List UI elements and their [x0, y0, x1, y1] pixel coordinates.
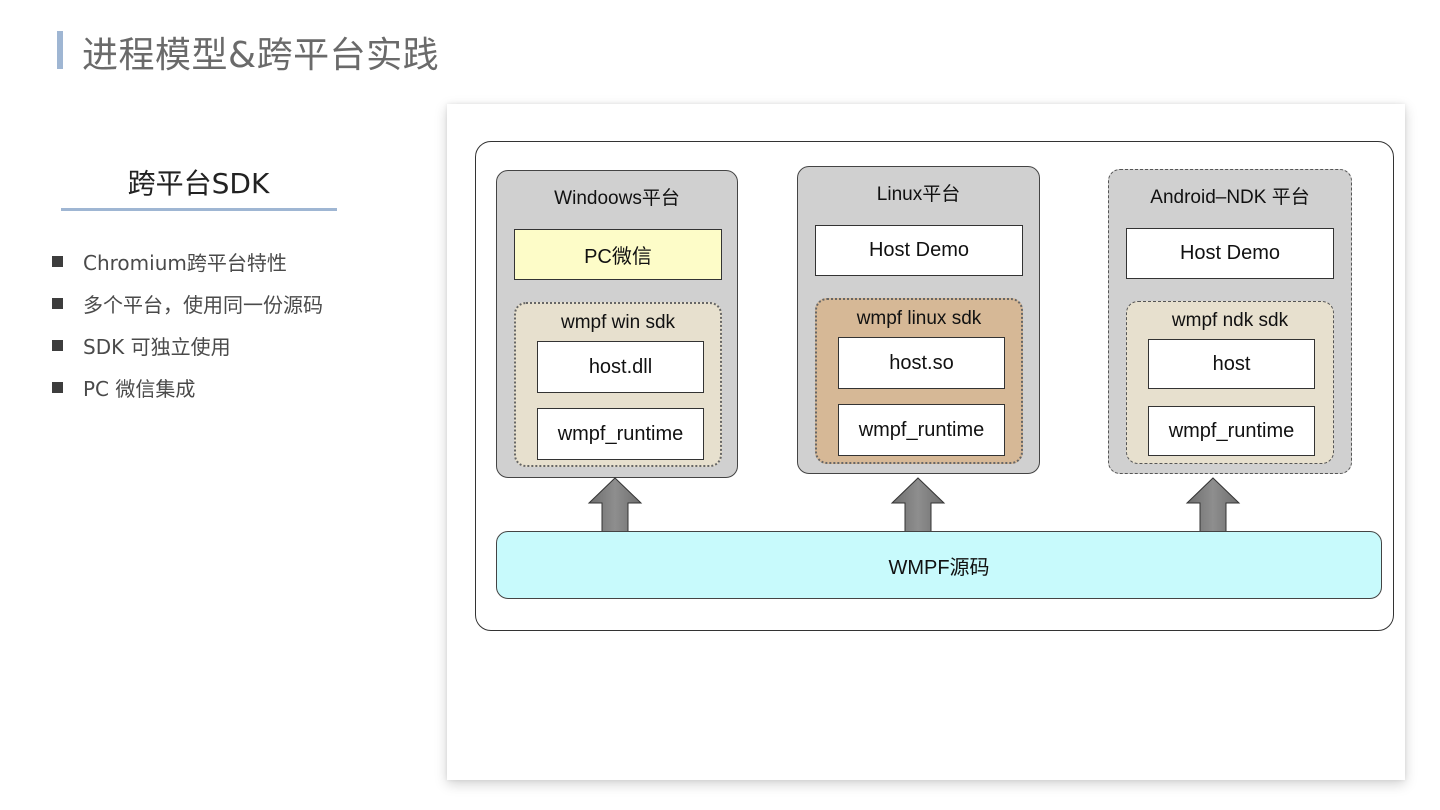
- sdk-title: wmpf linux sdk: [856, 308, 982, 329]
- square-bullet-icon: [52, 297, 63, 309]
- module-box: host.dll: [537, 341, 704, 393]
- sdk-title: wmpf win sdk: [560, 312, 676, 333]
- app-box: PC微信: [514, 229, 722, 280]
- square-bullet-icon: [52, 381, 63, 393]
- module-box: wmpf_runtime: [838, 404, 1005, 456]
- title-accent-bar: [57, 31, 63, 69]
- platform-windows: Windoows平台 PC微信 wmpf win sdk host.dll wm…: [496, 170, 738, 478]
- sdk-container: wmpf linux sdk host.so wmpf_runtime: [815, 298, 1023, 464]
- bullet-text: PC 微信集成: [83, 376, 196, 401]
- bullet-item: SDK 可独立使用: [52, 324, 323, 366]
- bullet-item: PC 微信集成: [52, 366, 323, 408]
- app-box: Host Demo: [1126, 228, 1334, 279]
- module-box: wmpf_runtime: [537, 408, 704, 460]
- section-title: 跨平台SDK: [127, 167, 270, 200]
- up-arrow-icon: [1185, 477, 1241, 533]
- sdk-title: wmpf ndk sdk: [1171, 310, 1289, 331]
- square-bullet-icon: [52, 255, 63, 267]
- sdk-container: wmpf ndk sdk host wmpf_runtime: [1126, 301, 1334, 464]
- bullet-text: Chromium跨平台特性: [83, 250, 287, 275]
- module-box: host.so: [838, 337, 1005, 389]
- bullet-text: 多个平台，使用同一份源码: [83, 292, 323, 317]
- sdk-container: wmpf win sdk host.dll wmpf_runtime: [514, 302, 722, 467]
- app-box: Host Demo: [815, 225, 1023, 276]
- bullet-item: 多个平台，使用同一份源码: [52, 282, 323, 324]
- section-underline: [61, 208, 337, 211]
- source-code-bar: WMPF源码: [496, 531, 1382, 599]
- page-title: 进程模型&跨平台实践: [82, 35, 440, 76]
- platform-android: Android–NDK 平台 Host Demo wmpf ndk sdk ho…: [1108, 169, 1352, 474]
- up-arrow-icon: [587, 477, 643, 533]
- module-box: wmpf_runtime: [1148, 406, 1315, 456]
- bullet-text: SDK 可独立使用: [83, 334, 231, 359]
- platform-title: Android–NDK 平台: [1150, 187, 1310, 208]
- up-arrow-icon: [890, 477, 946, 533]
- module-box: host: [1148, 339, 1315, 389]
- bullet-list: Chromium跨平台特性 多个平台，使用同一份源码 SDK 可独立使用 PC …: [52, 240, 323, 408]
- bullet-item: Chromium跨平台特性: [52, 240, 323, 282]
- platform-linux: Linux平台 Host Demo wmpf linux sdk host.so…: [797, 166, 1040, 474]
- platform-title: Windoows平台: [554, 188, 680, 209]
- square-bullet-icon: [52, 339, 63, 351]
- platform-title: Linux平台: [876, 184, 961, 205]
